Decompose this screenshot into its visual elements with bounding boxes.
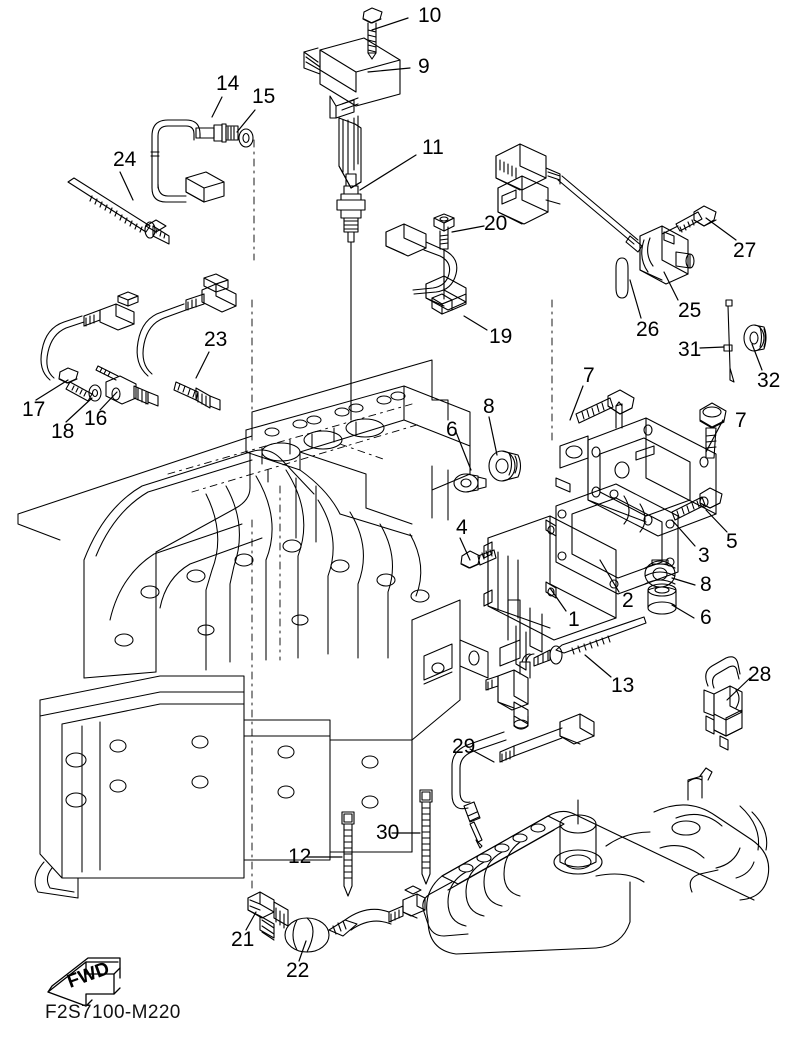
callout-2: 2: [622, 589, 634, 612]
callout-30: 30: [376, 821, 400, 844]
callout-27: 27: [733, 239, 757, 262]
callout-7b: 7: [735, 409, 747, 432]
part-8-mount-upper: [488, 450, 522, 482]
fwd-arrow: [47, 957, 121, 1007]
engine-block: [17, 359, 489, 899]
part-14-thermo-sensor: [150, 119, 239, 203]
hidden-lines: [167, 139, 553, 891]
part-25-relay: [639, 225, 695, 285]
callout-15: 15: [252, 85, 276, 108]
callout-25: 25: [678, 299, 702, 322]
part-11-spark-plug: [336, 173, 366, 421]
intake-manifold: [422, 767, 770, 955]
part-6-grommet-lower: [647, 583, 677, 615]
part-15-washer: [238, 128, 254, 148]
callout-10: 10: [418, 4, 442, 27]
callout-13: 13: [611, 674, 635, 697]
callout-28: 28: [748, 663, 772, 686]
sensor-lead-left: [40, 291, 139, 381]
leader-lines: [35, 17, 763, 962]
injector-assembly: [485, 599, 535, 730]
part-5-bolt: [671, 487, 723, 521]
part-7-bolt-left: [575, 389, 635, 424]
callout-29: 29: [452, 735, 476, 758]
callout-6: 6: [446, 418, 458, 441]
part-3-bracket: [555, 401, 717, 537]
part-19-knock-sensor: [385, 223, 467, 315]
callout-22: 22: [286, 959, 310, 982]
callout-23: 23: [204, 328, 228, 351]
callout-4: 4: [456, 516, 468, 539]
part-31-rod: [723, 299, 735, 383]
callout-20: 20: [484, 212, 508, 235]
callout-19: 19: [489, 325, 513, 348]
callout-7a: 7: [583, 364, 595, 387]
callout-17: 17: [22, 398, 46, 421]
part-6-grommet-upper: [453, 473, 487, 493]
diagram-part-number: F2S7100-M220: [45, 1002, 181, 1023]
callout-26: 26: [636, 318, 660, 341]
part-16-pulser-coil: [95, 365, 159, 407]
callout-24: 24: [113, 148, 137, 171]
part-13-cable-tie: [533, 616, 647, 667]
callout-3: 3: [698, 544, 710, 567]
callout-12: 12: [288, 845, 312, 868]
callout-5: 5: [726, 530, 738, 553]
callout-16: 16: [84, 407, 108, 430]
part-21-switch: [247, 891, 289, 941]
part-20-bolt: [433, 213, 455, 300]
callout-21: 21: [231, 928, 255, 951]
callout-14: 14: [216, 72, 240, 95]
part-relay-harness: [495, 143, 643, 253]
part-10-bolt: [362, 7, 383, 60]
callout-18: 18: [51, 420, 75, 443]
part-18-washer: [88, 384, 102, 402]
callout-6b: 6: [700, 606, 712, 629]
part-27-bolt: [661, 205, 717, 235]
part-4-bolt: [460, 549, 497, 569]
part-29-o2-sensor: [451, 713, 595, 849]
part-12-cable-tie: [341, 811, 355, 897]
callout-1: 1: [568, 608, 580, 631]
callout-31: 31: [678, 338, 702, 361]
part-8-mount-lower: [644, 559, 676, 588]
part-30-cable-tie: [419, 789, 433, 885]
part-32-bushing: [743, 324, 767, 352]
callout-9: 9: [418, 55, 430, 78]
callout-11: 11: [422, 136, 444, 159]
part-24-cable-tie: [67, 177, 170, 245]
part-9-ignition-coil: [303, 37, 401, 189]
part-22-sender: [284, 885, 426, 953]
part-23-cam-sensor: [136, 273, 237, 411]
callout-8a: 8: [483, 395, 495, 418]
callout-32: 32: [757, 369, 781, 392]
part-1-ecu: [483, 515, 617, 671]
part-26-insulator: [615, 257, 629, 299]
callout-8b: 8: [700, 573, 712, 596]
part-17-bolt: [58, 367, 93, 402]
part-28-clamp: [703, 656, 743, 751]
part-7-bolt-right: [699, 402, 727, 459]
